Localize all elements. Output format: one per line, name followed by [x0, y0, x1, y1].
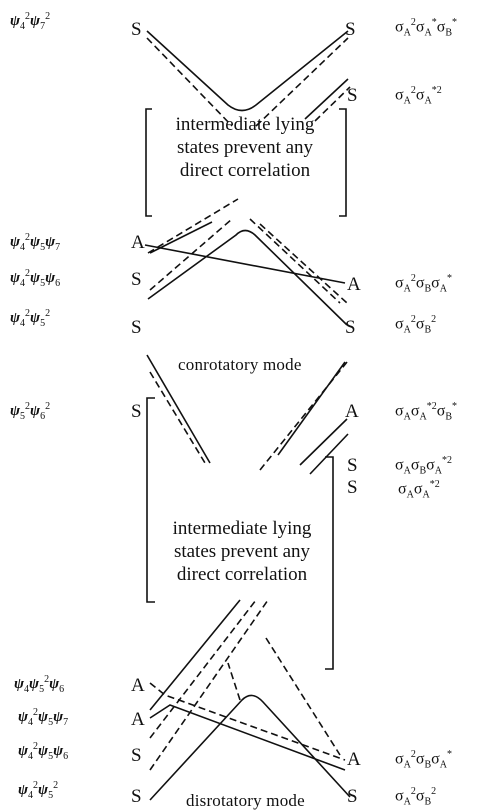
con-left-sym-2: A	[131, 232, 145, 253]
dis-left-state-3: ψ42ψ5ψ7	[18, 707, 69, 728]
con-right-sym-4: S	[345, 317, 356, 338]
dis-right-state-5: σA2σB2	[395, 786, 437, 808]
dis-note-line-1: intermediate lying	[172, 518, 312, 539]
dis-note-line-2: states prevent any	[173, 541, 311, 562]
con-left-sym-1: S	[131, 19, 142, 40]
dis-a-dashed	[149, 682, 346, 761]
dis-upper-left-dashed	[149, 599, 269, 771]
dis-right-sym-4: A	[347, 749, 361, 770]
dis-right-solid-3	[309, 433, 349, 475]
dis-left-sym-2: A	[131, 675, 145, 696]
dis-note-line-3: direct correlation	[176, 564, 308, 585]
dis-upper-left-solid	[149, 599, 241, 711]
dis-lowest-curve	[149, 694, 351, 801]
con-right-state-4: σA2σB2	[395, 314, 437, 336]
dis-caption: disrotatory mode	[186, 791, 305, 810]
dis-upper-right-dashed	[227, 637, 341, 756]
dis-left-state-2: ψ4ψ52ψ6	[14, 674, 65, 695]
con-right-sym-1: S	[345, 19, 356, 40]
con-s-solid-left	[149, 221, 213, 254]
dis-top-left-solid	[146, 354, 211, 464]
dis-left-sym-5: S	[131, 786, 142, 807]
con-note-line-1: intermediate lying	[175, 114, 315, 135]
dis-right-sym-2: S	[347, 455, 358, 476]
con-right-sym-2: S	[347, 85, 358, 106]
con-s-dashed-right	[249, 218, 348, 304]
con-right-sym-3: A	[347, 274, 361, 295]
dis-right-state-4: σA2σBσA*	[395, 749, 453, 771]
dis-left-state-1: ψ52ψ62	[10, 401, 51, 422]
dis-top-right-solid	[277, 361, 346, 456]
con-right-state-1: σA2σA*σB*	[395, 17, 458, 39]
con-left-state-2: ψ42ψ5ψ7	[10, 232, 61, 253]
dis-right-sym-3: S	[347, 477, 358, 498]
con-right-state-2: σA2σA*2	[395, 85, 442, 107]
dis-left-state-4: ψ42ψ5ψ6	[18, 741, 69, 762]
dis-right-state-2: σAσBσA*2	[395, 455, 453, 477]
dis-right-state-3: σAσA*2	[398, 479, 440, 501]
con-left-sym-4: S	[131, 317, 142, 338]
dis-note-bracket-left	[146, 397, 155, 603]
top-v-solid-line	[146, 30, 349, 112]
dis-a-solid	[149, 704, 346, 771]
con-note-line-2: states prevent any	[176, 137, 314, 158]
con-note-bracket-right	[339, 108, 347, 217]
con-s-dashed-left	[147, 198, 239, 291]
con-caption: conrotatory mode	[178, 355, 302, 374]
dis-right-sym-5: S	[347, 786, 358, 807]
dis-right-solid-2	[299, 418, 348, 466]
upper-right-dashed-line	[314, 86, 351, 122]
dis-left-state-5: ψ42ψ52	[18, 780, 59, 801]
dis-right-sym-1: A	[345, 401, 359, 422]
con-left-sym-3: S	[131, 269, 142, 290]
dis-right-state-1: σAσA*2σB*	[395, 401, 458, 423]
con-note: intermediate lying states prevent any di…	[150, 113, 340, 182]
con-lowest-curve	[147, 229, 348, 326]
top-v-dashed-line	[146, 37, 349, 127]
con-left-state-4: ψ42ψ52	[10, 308, 51, 329]
dis-left-sym-4: S	[131, 745, 142, 766]
con-left-state-3: ψ42ψ5ψ6	[10, 268, 61, 289]
con-note-bracket-left	[145, 108, 152, 217]
con-note-line-3: direct correlation	[179, 160, 311, 181]
dis-left-sym-1: S	[131, 401, 142, 422]
con-left-state-1: ψ42ψ72	[10, 11, 51, 32]
dis-left-sym-3: A	[131, 709, 145, 730]
con-a-crossing-line	[144, 244, 346, 284]
dis-note-bracket-right	[325, 456, 334, 670]
con-right-state-3: σA2σBσA*	[395, 273, 453, 295]
dis-note: intermediate lying states prevent any di…	[153, 517, 331, 586]
dis-top-left-dashed	[149, 361, 348, 471]
upper-right-solid-line	[304, 78, 349, 120]
